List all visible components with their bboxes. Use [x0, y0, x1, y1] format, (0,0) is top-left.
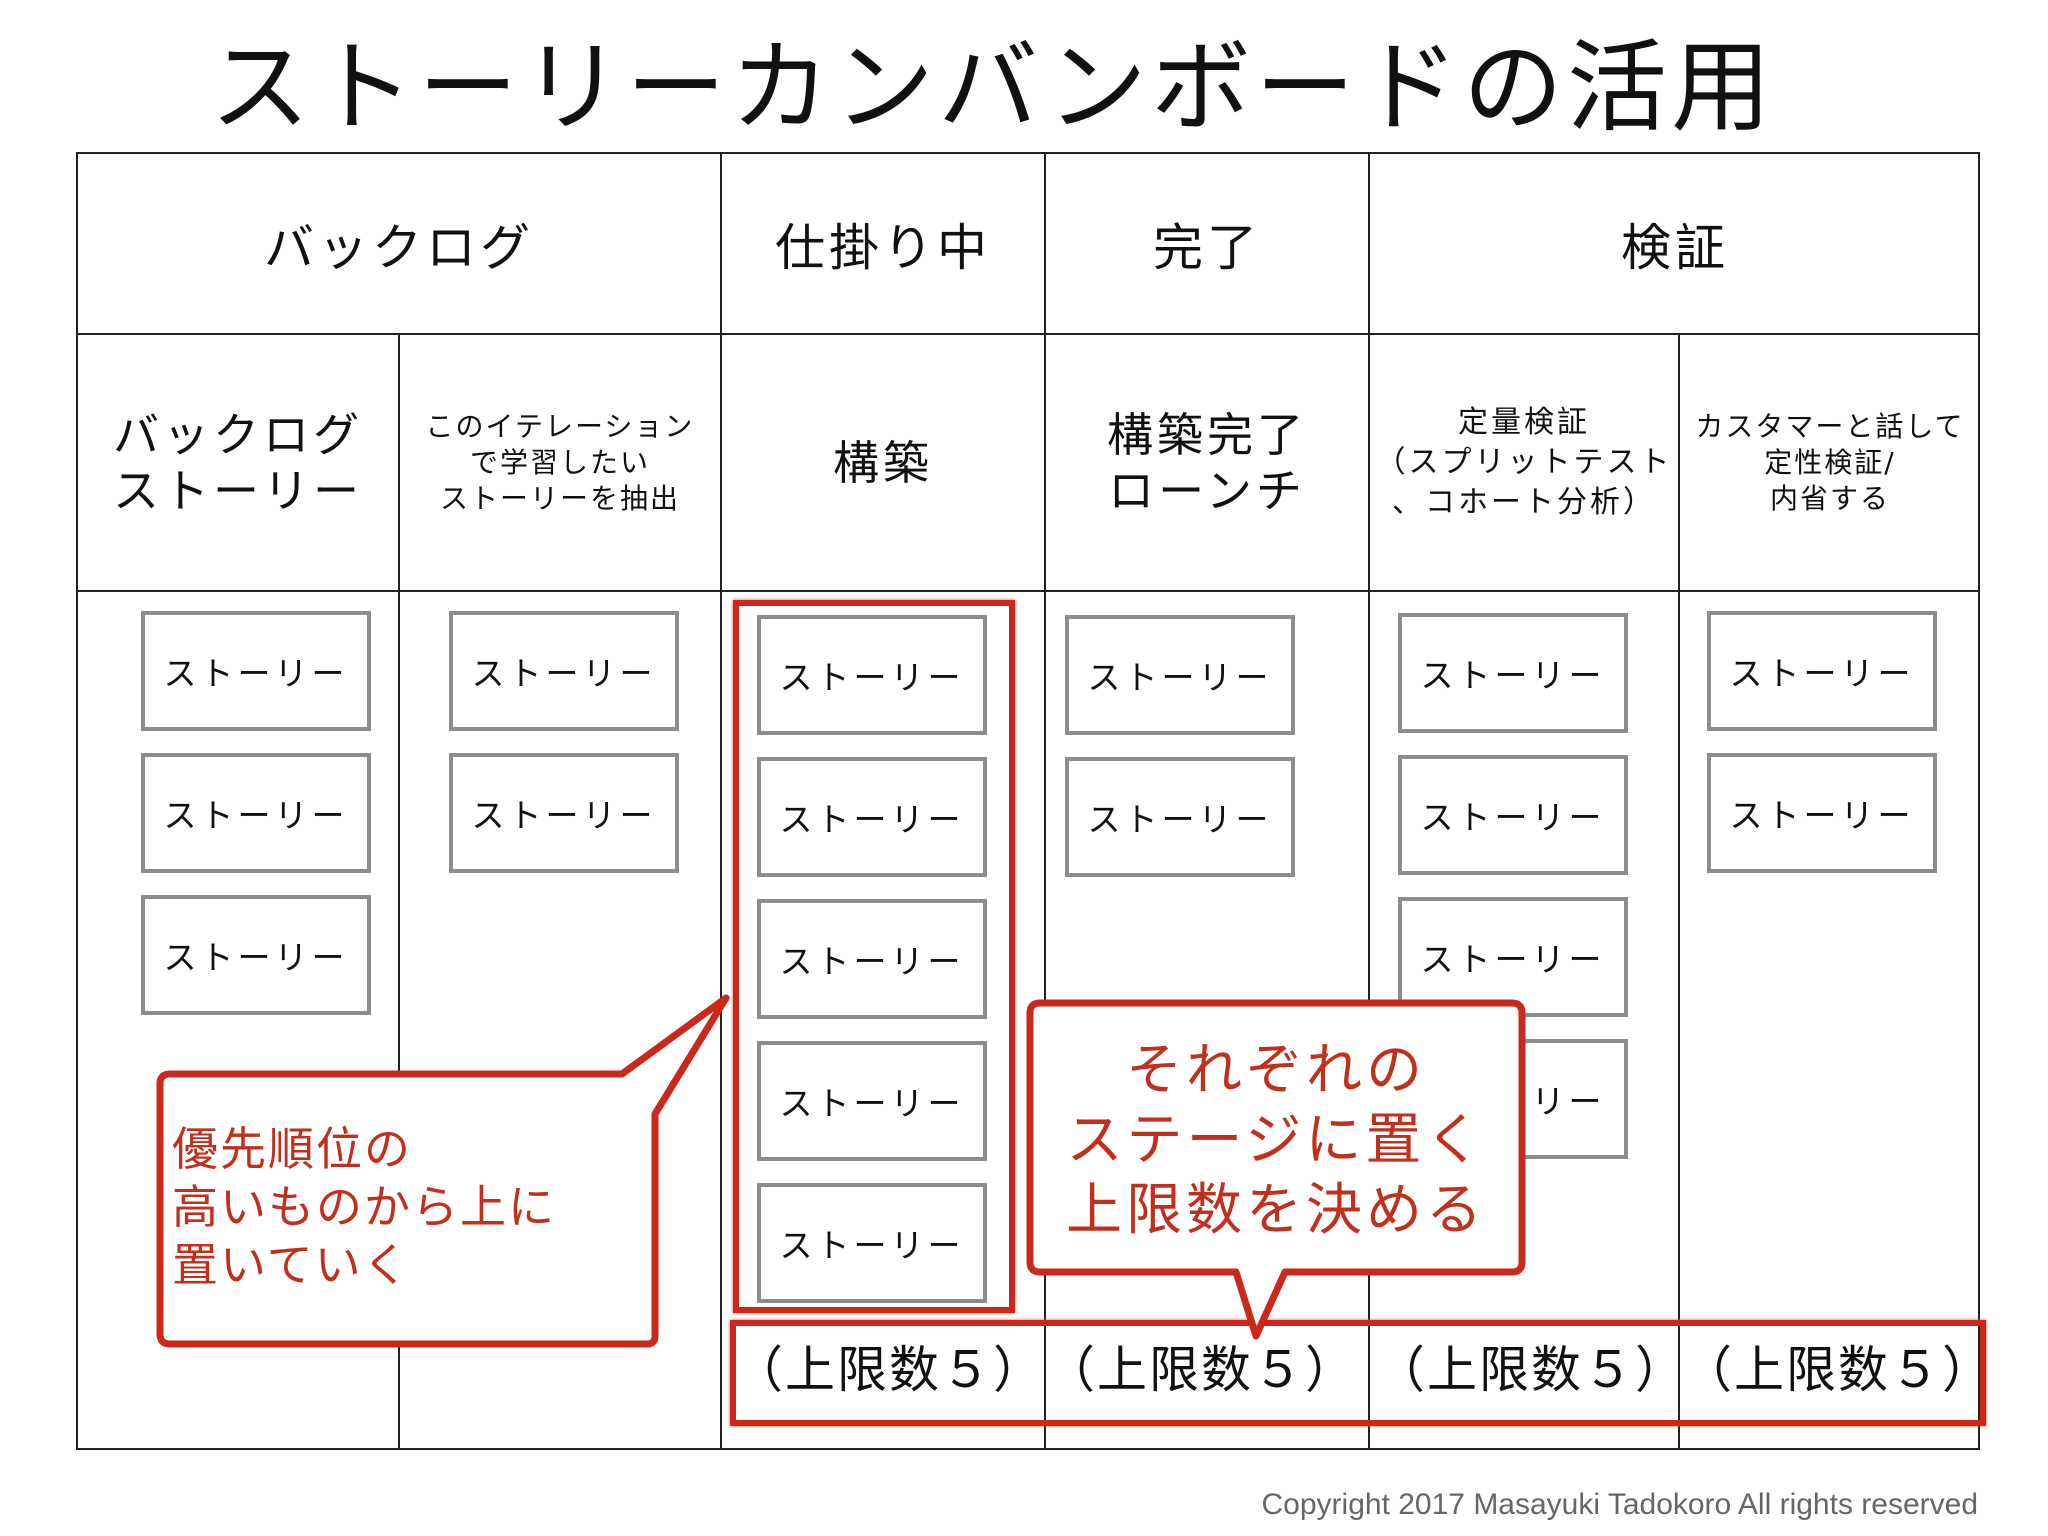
- story-card-backlog-2[interactable]: ストーリー: [141, 753, 371, 873]
- stage-header-in-progress: 仕掛り中: [775, 219, 991, 277]
- story-card-build-1[interactable]: ストーリー: [757, 615, 987, 735]
- story-card-quant-2[interactable]: ストーリー: [1398, 755, 1628, 875]
- story-card-qual-2[interactable]: ストーリー: [1707, 753, 1937, 873]
- subcolumn-qualitative-validation: カスタマーと話して 定性検証/ 内省する: [1695, 410, 1965, 515]
- column-divider: [1044, 154, 1046, 1450]
- subcolumn-build-launch: 構築完了 ローンチ: [1107, 408, 1307, 518]
- kanban-board: バックログ 仕掛り中 完了 検証 バックログ ストーリー このイテレーション で…: [76, 152, 1980, 1450]
- story-card-build-2[interactable]: ストーリー: [757, 757, 987, 877]
- story-card-build-3[interactable]: ストーリー: [757, 899, 987, 1019]
- copyright-text: Copyright 2017 Masayuki Tadokoro All rig…: [1261, 1488, 1978, 1521]
- story-card-iteration-2[interactable]: ストーリー: [449, 753, 679, 873]
- story-card-launch-2[interactable]: ストーリー: [1065, 757, 1295, 877]
- subcolumn-iteration-story: このイテレーション で学習したい ストーリーを抽出: [425, 410, 695, 515]
- wip-limit-row-highlight: [730, 1320, 1986, 1426]
- story-card-build-5[interactable]: ストーリー: [757, 1183, 987, 1303]
- build-column-highlight: [733, 600, 1015, 1313]
- column-divider: [1368, 154, 1370, 1450]
- story-card-build-4[interactable]: ストーリー: [757, 1041, 987, 1161]
- story-card-quant-3[interactable]: ストーリー: [1398, 897, 1628, 1017]
- wip-limit-qual: （上限数５）: [1682, 1341, 1994, 1399]
- priority-callout-text: 優先順位の 高いものから上に 置いていく: [172, 1122, 556, 1292]
- stage-header-divider: [78, 333, 1978, 335]
- story-card-backlog-3[interactable]: ストーリー: [141, 895, 371, 1015]
- story-card-launch-1[interactable]: ストーリー: [1065, 615, 1295, 735]
- stage-header-done: 完了: [1153, 219, 1261, 277]
- wip-limit-quant: （上限数５）: [1375, 1341, 1687, 1399]
- story-card-backlog-1[interactable]: ストーリー: [141, 611, 371, 731]
- story-card-qual-1[interactable]: ストーリー: [1707, 611, 1937, 731]
- subcolumn-backlog-story: バックログ ストーリー: [113, 408, 363, 518]
- subcolumn-header-divider: [78, 590, 1978, 592]
- subcolumn-build: 構築: [833, 436, 933, 490]
- column-divider: [720, 154, 722, 1450]
- page-title: ストーリーカンバンボードの活用: [210, 29, 1775, 146]
- stage-header-backlog: バックログ: [264, 219, 534, 277]
- stage-header-validation: 検証: [1621, 219, 1729, 277]
- wip-limit-launch: （上限数５）: [1045, 1341, 1357, 1399]
- column-divider: [398, 334, 400, 1450]
- wip-callout-text: それぞれの ステージに置く 上限数を決める: [1066, 1038, 1486, 1243]
- story-card-iteration-1[interactable]: ストーリー: [449, 611, 679, 731]
- story-card-quant-1[interactable]: ストーリー: [1398, 613, 1628, 733]
- subcolumn-quantitative-validation: 定量検証 （スプリットテスト 、コホート分析）: [1375, 405, 1673, 520]
- wip-limit-build: （上限数５）: [733, 1341, 1045, 1399]
- column-divider: [1678, 334, 1680, 1450]
